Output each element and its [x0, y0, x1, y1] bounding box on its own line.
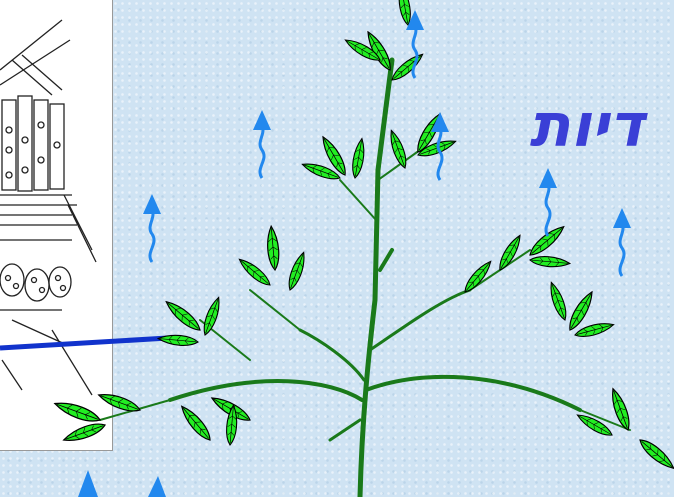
connector-line	[0, 338, 168, 348]
water-vapor-arrow-icon	[613, 208, 631, 276]
water-vapor-arrow-icon	[148, 476, 166, 497]
left-branch	[170, 381, 362, 400]
right-branch	[366, 377, 580, 410]
slide-title: דיות	[529, 96, 644, 156]
water-vapor-arrow-icon	[539, 168, 557, 236]
water-vapor-arrow-icon	[143, 194, 161, 262]
main-stem	[360, 60, 392, 497]
water-vapor-arrow-icon	[253, 110, 271, 178]
water-vapor-arrow-icon	[78, 470, 98, 497]
